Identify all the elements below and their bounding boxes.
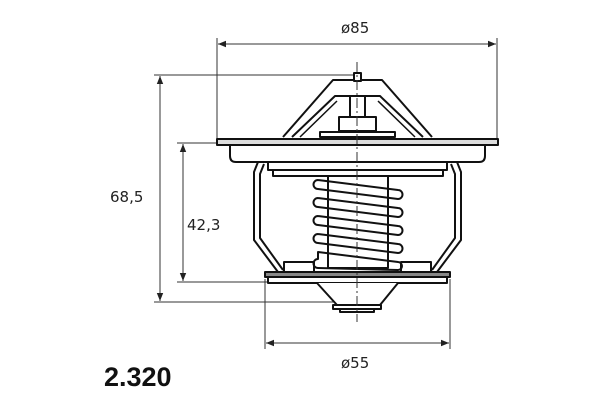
- body-diameter-label: ø55: [341, 354, 370, 372]
- body-height-label: 42,3: [187, 216, 221, 234]
- flange-diameter-label: ø85: [341, 19, 370, 37]
- spring: [312, 179, 404, 271]
- dimension-lines: [154, 38, 498, 349]
- part-number: 2.320: [104, 362, 172, 392]
- total-height-label: 68,5: [110, 188, 144, 206]
